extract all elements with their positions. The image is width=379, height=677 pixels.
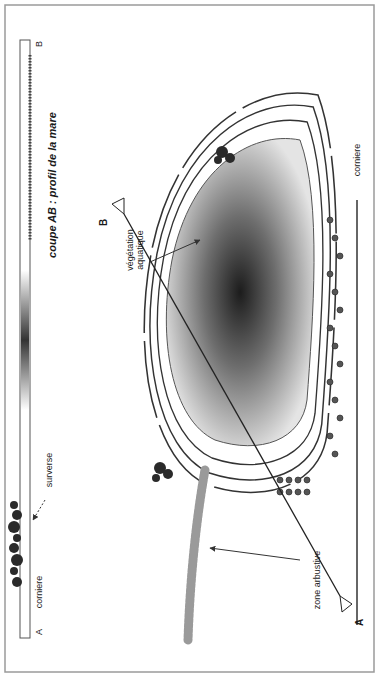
pond-plan [112,93,357,640]
map-label: B [98,218,109,225]
map-label: corniere [353,144,363,177]
map-label: corniere [35,576,45,609]
map-label: A [354,618,365,625]
frame [5,5,374,672]
map-label: zone arbustive [313,550,323,610]
map-label: surverse [45,453,55,488]
map-label: A [35,629,45,635]
profile-section [8,40,45,638]
map-label: végétation aquatique [126,215,146,285]
map-label: B [35,41,45,47]
section-title: coupe AB : profil de la mare [46,112,58,258]
